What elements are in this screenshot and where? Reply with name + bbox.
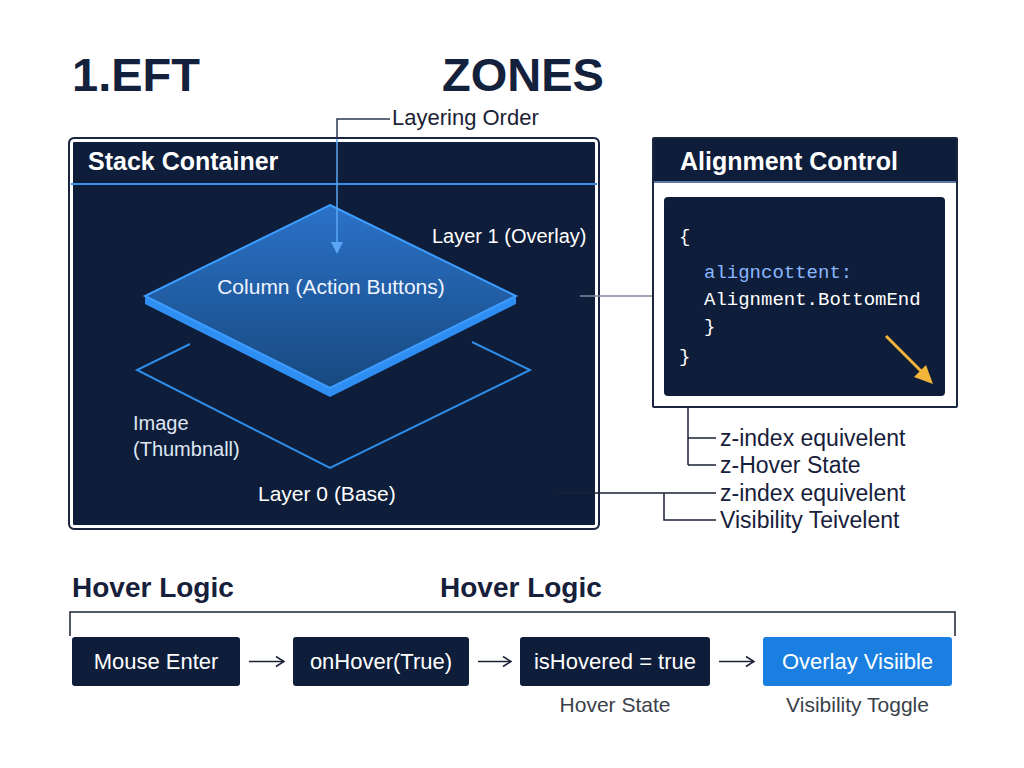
process-label: isHovered = true [520,637,710,686]
code-line: Alignment.BottomEnd [704,291,921,310]
bracket-line [688,407,716,465]
leader-line [337,119,390,139]
flow-arrow [249,661,284,663]
layer-label: Image (Thumbnall) [133,410,258,462]
container-title: Stack Container [88,149,278,174]
panel-box: Alignment Control { aligncottent: Alignment… [652,137,958,408]
code-line: aligncottent: [704,264,852,283]
process-label: onHover(True) [293,637,469,686]
code-line: { [679,228,690,247]
process-box: Overlay VisiibleVisibility Toggle [763,637,952,686]
panel-title: Alignment Control [654,139,956,183]
code-box: { aligncottent: Alignment.BottomEnd}} [664,197,945,396]
group-bracket [70,612,955,636]
annotation-label: z-index equivelent [720,482,905,505]
container-box: Stack ContainerColumn (Action Buttons) Im… [68,137,600,530]
caption-text: Hover State [520,694,710,715]
code-line: } [704,318,715,337]
annotation-label: Visibility Teivelent [720,509,899,532]
process-label: Overlay Visiible [763,637,952,686]
process-box: isHovered = trueHover State [520,637,710,686]
group-heading: Hover Logic [72,574,234,602]
annotation-label: Layer 1 (Overlay) [432,226,587,246]
group-heading: Hover Logic [440,574,602,602]
diagram-title: 1.EFT [72,51,200,98]
process-box: Mouse Enter [72,637,240,686]
process-label: Mouse Enter [72,637,240,686]
code-line: } [679,348,690,367]
annotation-label: z-index equivelent [720,427,905,450]
layer-label: Column (Action Buttons) [143,274,519,299]
flow-arrow [719,661,754,663]
caption-text: Visibility Toggle [763,694,952,715]
annotation-label: Layer 0 (Base) [258,483,396,504]
annotation-label: z-Hover State [720,454,861,477]
flow-arrow [478,661,511,663]
section-heading: ZONES [442,51,604,98]
annotation-label: Layering Order [392,107,539,129]
process-box: onHover(True) [293,637,469,686]
